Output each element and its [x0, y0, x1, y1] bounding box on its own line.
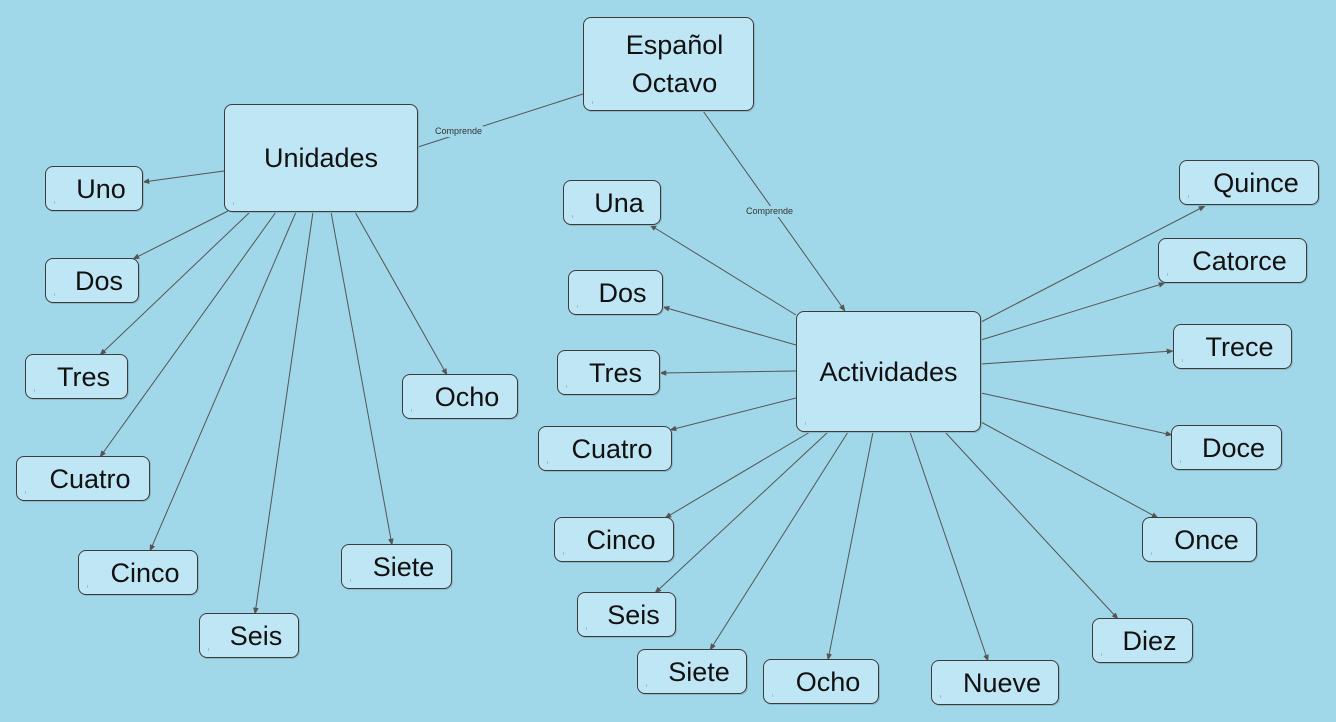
node-unidad-siete[interactable]: Siete — [341, 544, 452, 589]
edge-actividades-dos — [662, 306, 797, 346]
edge-actividades-doce — [980, 392, 1173, 437]
node-actividad-nueve[interactable]: Nueve — [931, 660, 1059, 705]
edge-unidades-tres — [99, 211, 251, 356]
node-unidades[interactable]: Unidades — [224, 104, 418, 212]
edge-actividades-once — [980, 421, 1159, 519]
node-actividad-dos[interactable]: Dos — [568, 270, 663, 315]
node-unidad-dos[interactable]: Dos — [45, 258, 139, 303]
node-actividad-seis[interactable]: Seis — [577, 592, 676, 637]
edge-unidades-uno — [142, 170, 225, 184]
link-label-comprende-unidades: Comprende — [434, 126, 484, 137]
node-unidad-uno[interactable]: Uno — [45, 166, 143, 211]
edge-actividades-tres — [659, 370, 797, 376]
node-actividad-catorce[interactable]: Catorce — [1158, 238, 1307, 283]
node-actividad-una[interactable]: Una — [563, 180, 661, 225]
edge-actividades-trece — [980, 348, 1174, 365]
node-espanol-octavo[interactable]: Español Octavo — [583, 17, 754, 111]
node-actividad-cinco[interactable]: Cinco — [554, 517, 674, 562]
edge-actividades-catorce — [980, 282, 1166, 341]
edge-unidades-cinco — [149, 211, 297, 552]
edge-root-unidades — [417, 93, 584, 148]
node-unidad-cuatro[interactable]: Cuatro — [16, 456, 150, 501]
node-actividad-ocho[interactable]: Ocho — [763, 659, 879, 704]
node-unidad-tres[interactable]: Tres — [25, 354, 128, 399]
edge-actividades-nueve — [909, 431, 989, 662]
edge-actividades-cinco — [664, 431, 811, 519]
link-label-comprende-actividades: Comprende — [745, 206, 795, 217]
edge-unidades-dos — [132, 210, 229, 260]
node-actividad-diez[interactable]: Diez — [1092, 618, 1193, 663]
node-unidad-seis[interactable]: Seis — [199, 613, 299, 658]
edge-unidades-ocho — [354, 211, 448, 376]
edge-actividades-quince — [980, 205, 1206, 323]
node-unidad-cinco[interactable]: Cinco — [78, 550, 198, 595]
node-actividad-tres[interactable]: Tres — [557, 350, 660, 395]
node-actividad-cuatro[interactable]: Cuatro — [538, 426, 672, 471]
node-actividad-trece[interactable]: Trece — [1173, 324, 1292, 369]
edge-actividades-diez — [944, 431, 1119, 620]
edge-unidades-seis — [253, 211, 314, 615]
node-unidad-ocho[interactable]: Ocho — [402, 374, 518, 419]
edge-actividades-seis — [654, 431, 829, 594]
edge-actividades-siete — [709, 431, 849, 651]
edge-actividades-ocho — [826, 431, 874, 661]
node-actividad-siete[interactable]: Siete — [637, 649, 747, 694]
node-actividades[interactable]: Actividades — [796, 311, 981, 432]
edge-unidades-cuatro — [99, 211, 277, 458]
edge-actividades-cuatro — [669, 397, 797, 432]
edge-actividades-una — [649, 224, 797, 316]
edge-unidades-siete — [330, 211, 394, 546]
node-actividad-doce[interactable]: Doce — [1171, 425, 1282, 470]
node-actividad-once[interactable]: Once — [1142, 517, 1257, 562]
node-actividad-quince[interactable]: Quince — [1179, 160, 1319, 205]
